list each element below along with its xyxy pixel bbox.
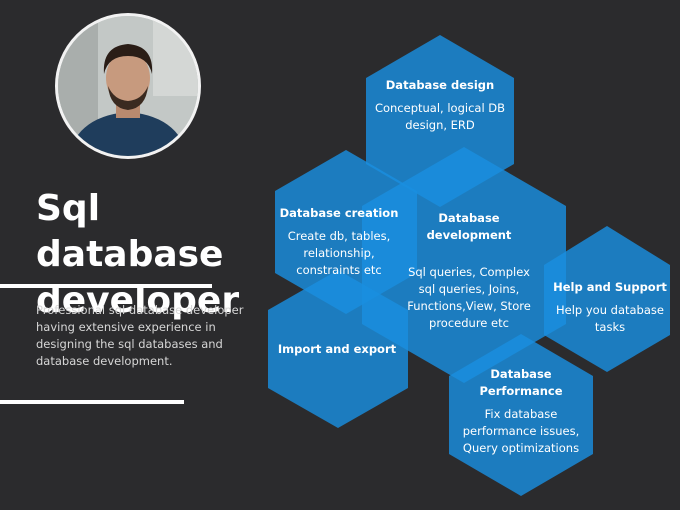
service-import-export: Import and export (272, 341, 402, 364)
hexagon-database-performance (449, 334, 593, 496)
service-title: Import and export (277, 342, 397, 356)
service-title: Database design (385, 78, 495, 92)
service-body: Fix database performance issues, Query o… (462, 407, 580, 455)
service-body: Create db, tables, relationship, constra… (287, 229, 391, 277)
service-title: Database creation (279, 206, 399, 220)
hexagon-help-support (544, 226, 670, 372)
profile-description: Professional sql database developer havi… (36, 303, 244, 368)
service-title: Database development (426, 211, 512, 242)
divider-bottom (0, 400, 184, 404)
service-body: Sql queries, Complex sql queries, Joins,… (407, 265, 531, 330)
service-title: Database Performance (479, 367, 563, 398)
service-database-performance: Database Performance Fix database perfor… (456, 366, 586, 457)
service-help-support: Help and Support Help you database tasks (552, 279, 668, 336)
service-body: Help you database tasks (556, 303, 664, 334)
service-title: Help and Support (553, 280, 667, 294)
service-body: Conceptual, logical DB design, ERD (374, 101, 506, 132)
hexagon-database-creation (275, 150, 417, 314)
service-database-creation: Database creation Create db, tables, rel… (279, 205, 399, 279)
hexagon-import-export (268, 270, 408, 428)
service-database-development: Database development Sql queries, Comple… (404, 210, 534, 332)
divider-top (0, 284, 212, 288)
service-database-design: Database design Conceptual, logical DB d… (370, 77, 510, 134)
